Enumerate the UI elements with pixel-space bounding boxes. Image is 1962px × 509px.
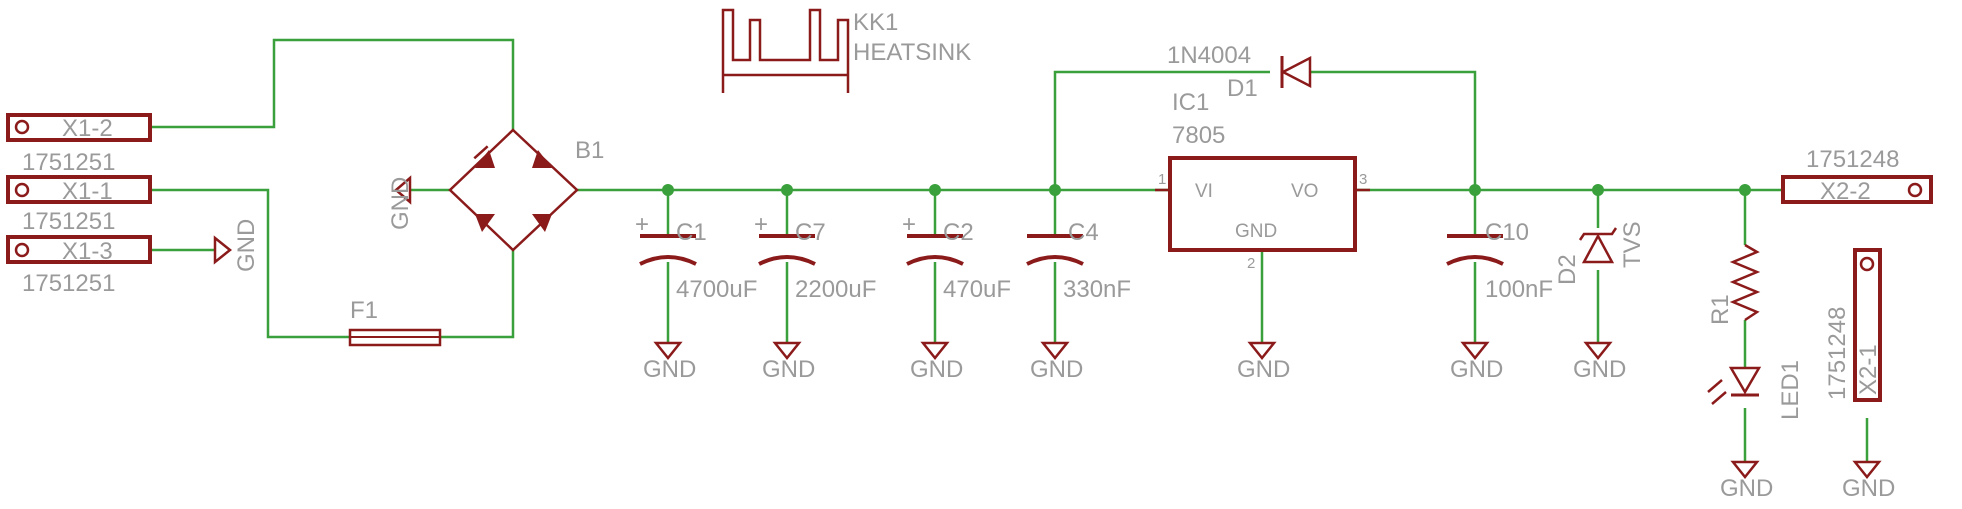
connector-x2-1: X2-1 1751248 bbox=[1824, 248, 1882, 402]
polarity-mark: + bbox=[635, 211, 649, 238]
ground-label: GND bbox=[387, 177, 414, 230]
pin-in-label: VI bbox=[1195, 181, 1213, 202]
diode-name: D1 bbox=[1227, 75, 1258, 102]
ground-symbol: GND bbox=[643, 341, 696, 383]
ground-symbol: GND bbox=[213, 219, 260, 272]
connector-x2-2: X2-2 1751248 bbox=[1781, 146, 1933, 205]
ground-symbol: GND bbox=[1450, 341, 1503, 383]
regulator-ic1: IC1 7805 VI VO GND 1 2 3 bbox=[1155, 89, 1370, 272]
pin-gnd-label: GND bbox=[1235, 221, 1277, 242]
tvs-value: TVS bbox=[1619, 221, 1646, 268]
ground-label: GND bbox=[1030, 356, 1083, 383]
fuse-f1: F1 bbox=[348, 297, 442, 347]
fuse-name: F1 bbox=[350, 297, 378, 324]
ground-label: GND bbox=[762, 356, 815, 383]
capacitor-name: C1 bbox=[676, 219, 707, 246]
connector-name: X2-1 bbox=[1855, 344, 1882, 395]
connector-value: 1751248 bbox=[1806, 146, 1899, 173]
ground-symbol: GND bbox=[1842, 460, 1895, 502]
connector-value: 1751251 bbox=[22, 208, 115, 235]
resistor-name: R1 bbox=[1707, 294, 1734, 325]
wires bbox=[150, 38, 1869, 462]
connector-x1-1: X1-1 1751251 bbox=[6, 175, 152, 235]
led-name: LED1 bbox=[1777, 360, 1804, 420]
ground-label: GND bbox=[1237, 356, 1290, 383]
capacitor-name: C2 bbox=[943, 219, 974, 246]
pin-number: 2 bbox=[1247, 255, 1255, 272]
capacitor-name: C10 bbox=[1485, 219, 1529, 246]
ground-label: GND bbox=[1450, 356, 1503, 383]
pin-number: 1 bbox=[1158, 171, 1166, 188]
tvs-name: D2 bbox=[1554, 254, 1581, 285]
ground-label: GND bbox=[1842, 475, 1895, 502]
capacitor-name: C7 bbox=[795, 219, 826, 246]
tvs-diode-d2: D2 TVS bbox=[1554, 221, 1646, 285]
connector-value: 1751251 bbox=[22, 149, 115, 176]
ground-label: GND bbox=[643, 356, 696, 383]
bridge-name: B1 bbox=[575, 137, 604, 164]
capacitor-c7: + C7 2200uF bbox=[754, 211, 876, 303]
connector-x1-2: X1-2 1751251 bbox=[6, 113, 152, 176]
connector-value: 1751248 bbox=[1824, 307, 1851, 400]
led-led1: LED1 bbox=[1707, 360, 1804, 420]
capacitor-c10: C10 100nF bbox=[1446, 219, 1553, 303]
polarity-mark: + bbox=[902, 211, 916, 238]
diode-value: 1N4004 bbox=[1167, 42, 1251, 69]
ground-label: GND bbox=[233, 219, 260, 272]
heatsink-name: KK1 bbox=[853, 9, 898, 36]
connector-x1-3: X1-3 1751251 bbox=[6, 235, 152, 297]
ground-symbol: GND bbox=[1030, 341, 1083, 383]
ground-label: GND bbox=[1573, 356, 1626, 383]
capacitor-c1: + C1 4700uF bbox=[635, 211, 757, 303]
capacitor-c4: C4 330nF bbox=[1026, 219, 1131, 303]
connector-value: 1751251 bbox=[22, 270, 115, 297]
capacitor-value: 4700uF bbox=[676, 276, 757, 303]
ground-symbol: GND bbox=[1237, 341, 1290, 383]
resistor-r1: R1 bbox=[1707, 243, 1761, 325]
capacitor-value: 330nF bbox=[1063, 276, 1131, 303]
capacitor-c2: + C2 470uF bbox=[902, 211, 1011, 303]
regulator-value: 7805 bbox=[1172, 122, 1225, 149]
ground-symbol: GND bbox=[1573, 341, 1626, 383]
diode-d1: 1N4004 D1 bbox=[1167, 42, 1312, 102]
heatsink-value: HEATSINK bbox=[853, 39, 971, 66]
connector-name: X1-1 bbox=[62, 178, 113, 205]
capacitor-value: 100nF bbox=[1485, 276, 1553, 303]
pin-out-label: VO bbox=[1291, 181, 1318, 202]
bridge-rectifier-b1: B1 bbox=[448, 128, 604, 252]
ground-symbol: GND bbox=[387, 175, 414, 230]
ground-label: GND bbox=[1720, 475, 1773, 502]
regulator-name: IC1 bbox=[1172, 89, 1209, 116]
capacitor-name: C4 bbox=[1068, 219, 1099, 246]
connector-name: X1-3 bbox=[62, 238, 113, 265]
ground-symbol: GND bbox=[910, 341, 963, 383]
connector-name: X2-2 bbox=[1820, 178, 1871, 205]
capacitor-value: 470uF bbox=[943, 276, 1011, 303]
pin-number: 3 bbox=[1359, 171, 1367, 188]
polarity-mark: + bbox=[754, 211, 768, 238]
heatsink-kk1: KK1 HEATSINK bbox=[721, 8, 971, 93]
connector-name: X1-2 bbox=[62, 115, 113, 142]
junction-dots bbox=[662, 184, 1751, 196]
capacitor-value: 2200uF bbox=[795, 276, 876, 303]
ground-symbol: GND bbox=[762, 341, 815, 383]
ground-label: GND bbox=[910, 356, 963, 383]
ground-symbol: GND bbox=[1720, 460, 1773, 502]
